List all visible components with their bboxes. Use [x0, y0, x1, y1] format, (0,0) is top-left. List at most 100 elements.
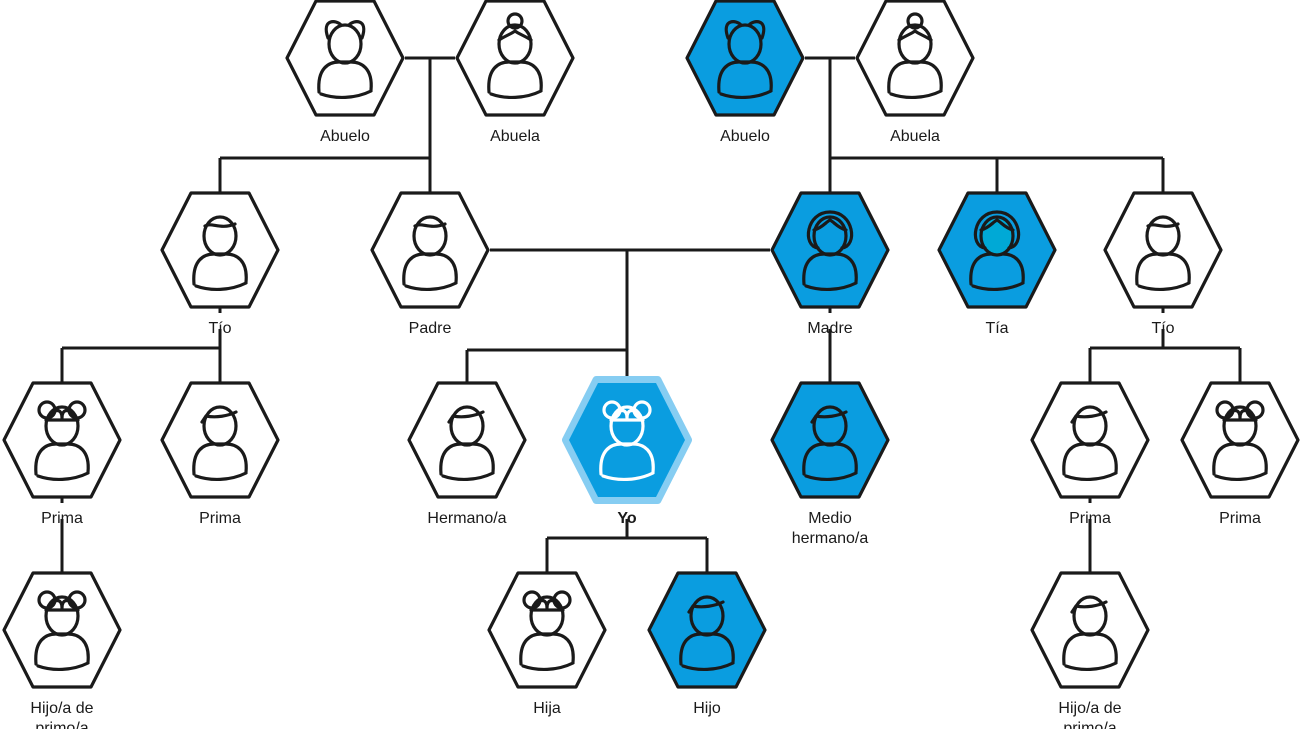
man-icon: [317, 20, 373, 99]
family-member-prima-3[interactable]: Prima: [1030, 381, 1150, 527]
hair-shape: [529, 598, 565, 612]
member-label: Medio: [808, 510, 852, 527]
member-label: Abuela: [890, 128, 940, 145]
woman-bob-icon: [969, 210, 1025, 291]
family-member-prima-2[interactable]: Prima: [160, 381, 280, 527]
member-label: Hijo/a de: [1058, 700, 1121, 717]
man-short-hair-icon: [192, 215, 248, 291]
hexagon-frame: [455, 0, 575, 117]
member-label: Yo: [617, 510, 636, 527]
boy-fringe-icon: [1062, 595, 1118, 671]
hexagon-frame: [1103, 191, 1223, 309]
hair-shape: [973, 210, 1021, 250]
family-member-tio-materno[interactable]: Tío: [1103, 191, 1223, 337]
member-label: Prima: [1069, 510, 1111, 527]
hexagon-frame: [685, 0, 805, 117]
family-member-medio-hermano[interactable]: Medio hermano/a: [770, 381, 890, 547]
hair-shape: [806, 210, 854, 250]
member-label: Hermano/a: [427, 510, 506, 527]
member-label: hermano/a: [792, 530, 869, 547]
family-member-madre[interactable]: Madre: [770, 191, 890, 337]
hair-shape: [1070, 410, 1108, 424]
head-shape: [1222, 405, 1258, 447]
family-member-hijo-primo-2[interactable]: Hijo/a de primo/a: [1030, 571, 1150, 729]
woman-bob-icon: [802, 210, 858, 291]
hexagon-frame: [160, 191, 280, 309]
head-shape: [609, 405, 645, 447]
girl-pigtails-icon: [34, 590, 90, 671]
man-short-hair-icon: [1135, 215, 1191, 291]
hexagon-frame: [2, 571, 122, 689]
family-member-prima-4[interactable]: Prima: [1180, 381, 1300, 527]
head-shape: [1072, 405, 1108, 447]
head-shape: [202, 405, 238, 447]
girl-pigtails-icon: [599, 400, 655, 481]
girl-pigtails-icon: [519, 590, 575, 671]
head-shape: [812, 405, 848, 447]
head-shape: [327, 23, 363, 65]
hair-shape: [200, 410, 238, 424]
member-label: Padre: [409, 320, 452, 337]
hair-shape: [1070, 600, 1108, 614]
hexagon-frame: [770, 191, 890, 309]
hexagon-frame: [1030, 571, 1150, 689]
hexagon-frame: [855, 0, 975, 117]
head-shape: [449, 405, 485, 447]
head-shape: [1145, 215, 1181, 257]
hair-shape: [1146, 222, 1180, 228]
head-shape: [44, 595, 80, 637]
member-label: Tía: [985, 320, 1008, 337]
head-shape: [1072, 595, 1108, 637]
member-label: Prima: [41, 510, 83, 527]
family-member-abuela-paterna[interactable]: Abuela: [455, 0, 575, 145]
member-label: Prima: [1219, 510, 1261, 527]
member-label: Prima: [199, 510, 241, 527]
hair-shape: [324, 20, 366, 40]
boy-fringe-icon: [1062, 405, 1118, 481]
girl-pigtails-icon: [34, 400, 90, 481]
family-member-yo[interactable]: Yo: [562, 376, 692, 527]
family-member-padre[interactable]: Padre: [370, 191, 490, 337]
family-member-hermano[interactable]: Hermano/a: [407, 381, 527, 527]
hexagon-frame: [770, 381, 890, 499]
member-label: primo/a: [1063, 720, 1116, 729]
hexagon-frame: [285, 0, 405, 117]
hair-shape: [44, 408, 80, 422]
hair-shape: [497, 29, 533, 42]
family-member-tio-paterno[interactable]: Tío: [160, 191, 280, 337]
woman-bun-icon: [487, 12, 543, 99]
family-member-abuelo-paterno[interactable]: Abuelo: [285, 0, 405, 145]
hair-bun: [506, 12, 524, 30]
hexagon-frame: [407, 381, 527, 499]
hair-shape: [609, 408, 645, 422]
hair-shape: [810, 410, 848, 424]
family-member-abuelo-materno[interactable]: Abuelo: [685, 0, 805, 145]
hair-shape: [413, 222, 447, 228]
head-shape: [529, 595, 565, 637]
hair-bun: [906, 12, 924, 30]
boy-fringe-icon: [802, 405, 858, 481]
member-label: Tío: [1151, 320, 1174, 337]
member-label: primo/a: [35, 720, 88, 729]
family-member-abuela-materna[interactable]: Abuela: [855, 0, 975, 145]
man-short-hair-icon: [402, 215, 458, 291]
hair-shape: [1222, 408, 1258, 422]
man-icon: [717, 20, 773, 99]
hexagon-frame: [2, 381, 122, 499]
boy-fringe-icon: [679, 595, 735, 671]
family-member-tia[interactable]: Tía: [937, 191, 1057, 337]
woman-bun-icon: [887, 12, 943, 99]
girl-pigtails-icon: [1212, 400, 1268, 481]
member-label: Abuelo: [320, 128, 370, 145]
hexagon-frame: [1030, 381, 1150, 499]
head-shape: [202, 215, 238, 257]
family-member-hijo[interactable]: Hijo: [647, 571, 767, 717]
family-member-hija[interactable]: Hija: [487, 571, 607, 717]
hexagon-frame: [160, 381, 280, 499]
family-member-prima-1[interactable]: Prima: [2, 381, 122, 527]
hexagon-frame: [370, 191, 490, 309]
head-shape: [497, 23, 533, 65]
hair-shape: [203, 222, 237, 228]
